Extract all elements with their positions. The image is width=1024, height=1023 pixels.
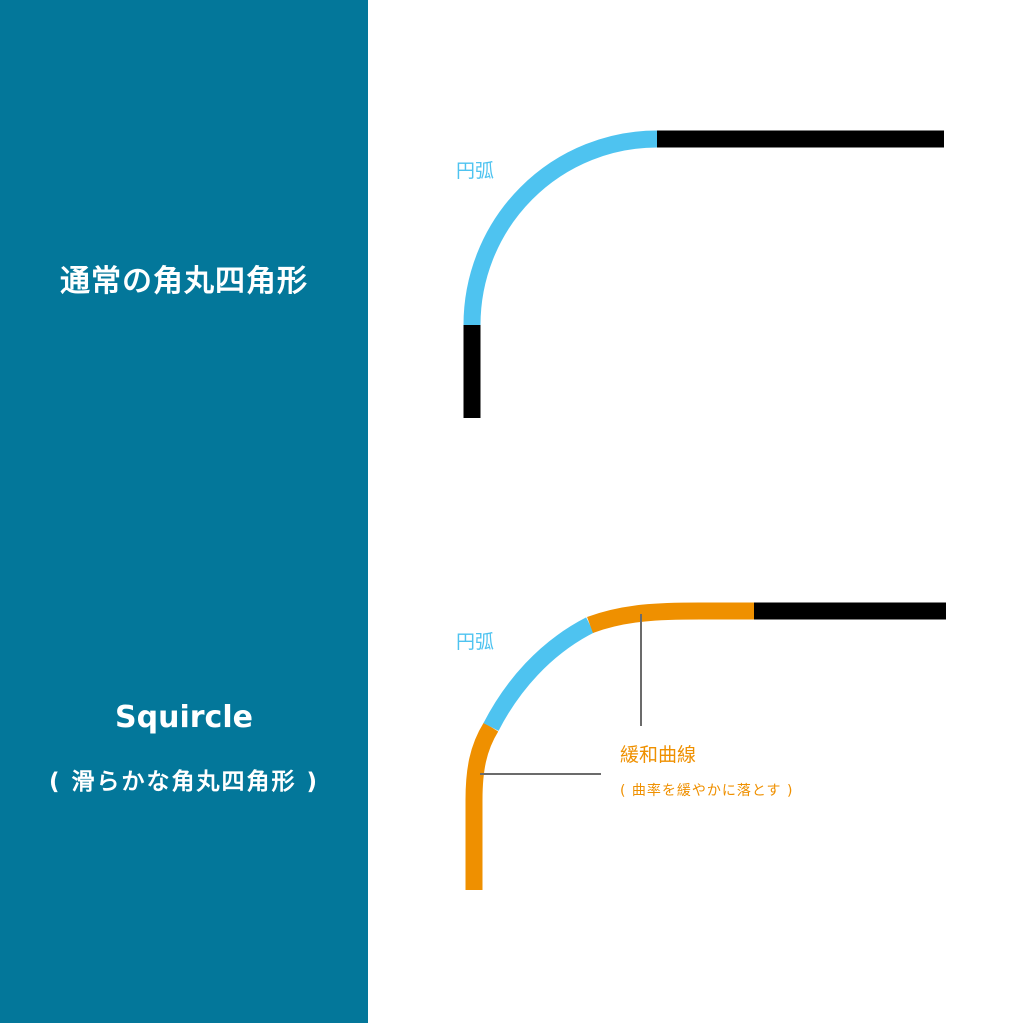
title-rounded-rectangle: 通常の角丸四角形 (60, 264, 308, 299)
bottom-circular-arc (483, 617, 594, 731)
top-circular-arc (463, 130, 658, 326)
squircle-corner-diagram (465, 602, 946, 890)
top-arc-label: 円弧 (456, 160, 495, 182)
left-panel: 通常の角丸四角形 Squircle ( 滑らかな角丸四角形 ) (0, 0, 368, 1023)
bottom-arc-label: 円弧 (456, 631, 495, 653)
rounded-corner-diagram (463, 130, 944, 418)
subtitle-squircle: ( 滑らかな角丸四角形 ) (48, 769, 320, 795)
ease-curve-label: 緩和曲線 (620, 744, 697, 766)
ease-curve-sublabel: ( 曲率を緩やかに落とす ) (620, 783, 794, 799)
bottom-ease-curve-vertical (465, 722, 499, 890)
bottom-ease-curve-horizontal (587, 602, 754, 634)
title-squircle: Squircle (115, 700, 253, 735)
